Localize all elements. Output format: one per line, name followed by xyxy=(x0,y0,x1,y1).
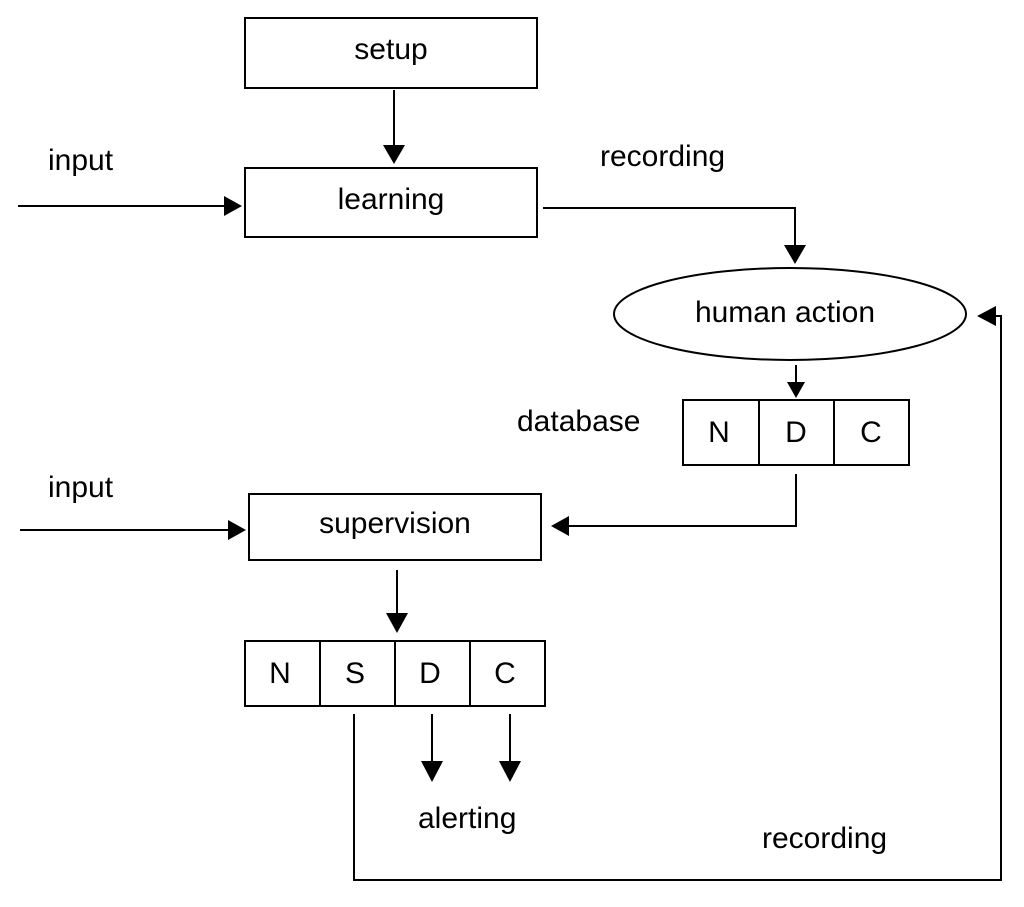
recording-label-bottom: recording xyxy=(762,822,887,855)
arrow-learning-to-human-action xyxy=(543,207,796,246)
arrowhead-c-to-alerting xyxy=(499,761,521,782)
database-cell-d-label: D xyxy=(785,416,807,449)
human-action-label: human action xyxy=(695,296,875,329)
output-cell-d xyxy=(394,640,471,707)
database-cell-c-label: C xyxy=(860,416,882,449)
setup-label: setup xyxy=(354,33,427,66)
recording-label-top: recording xyxy=(600,140,725,173)
database-cell-n-label: N xyxy=(708,416,730,449)
arrowhead-database-to-supervision xyxy=(551,516,569,536)
arrow-s-to-human-action xyxy=(353,315,1002,881)
arrowhead-setup-to-learning xyxy=(383,145,405,164)
arrow-database-to-supervision xyxy=(568,474,797,527)
supervision-label: supervision xyxy=(319,507,471,540)
arrowhead-human-action-to-database xyxy=(787,382,805,398)
output-table: N S D C xyxy=(244,640,546,707)
setup-box xyxy=(244,17,538,89)
arrowhead-learning-to-human-action xyxy=(784,245,806,264)
input-label-bottom: input xyxy=(48,471,114,504)
arrowhead-input-to-learning xyxy=(224,196,242,216)
output-cell-n-label: N xyxy=(269,657,291,690)
learning-label: learning xyxy=(338,183,445,216)
learning-box xyxy=(244,167,538,238)
supervision-box xyxy=(248,493,542,561)
output-cell-d-label: D xyxy=(419,657,441,690)
output-cell-c-label: C xyxy=(494,657,516,690)
database-cell-c xyxy=(833,399,910,466)
output-cell-n xyxy=(244,640,321,707)
arrowhead-input-to-supervision xyxy=(228,520,246,540)
output-cell-c xyxy=(469,640,546,707)
database-label: database xyxy=(517,405,640,438)
database-cell-n xyxy=(682,399,760,466)
alerting-label: alerting xyxy=(418,802,516,835)
arrowhead-d-to-alerting xyxy=(421,761,443,782)
output-cell-s-label: S xyxy=(345,657,365,690)
input-label-top: input xyxy=(48,144,114,177)
arrowhead-supervision-to-output xyxy=(386,613,408,633)
arrowhead-s-to-human-action xyxy=(977,306,996,326)
database-table: N D C xyxy=(682,399,910,466)
human-action-ellipse xyxy=(613,267,967,361)
database-cell-d xyxy=(758,399,835,466)
